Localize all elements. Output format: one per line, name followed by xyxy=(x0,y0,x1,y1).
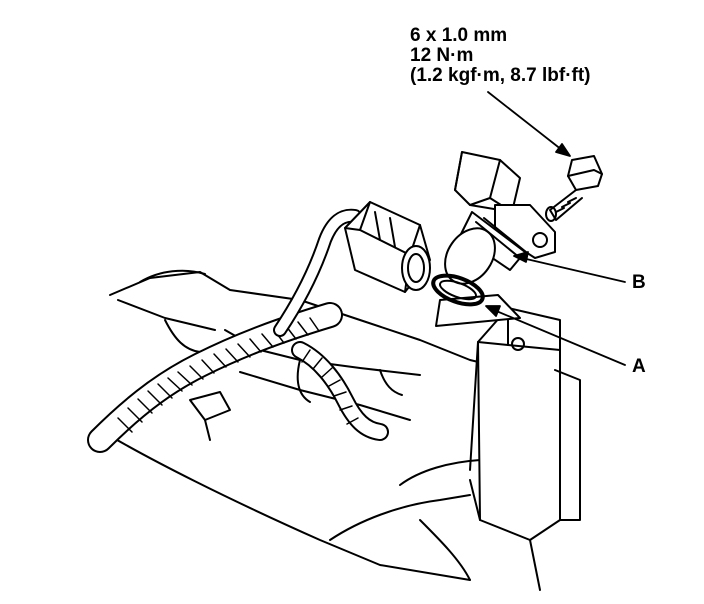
mounting-bracket xyxy=(469,307,581,591)
harness-connector xyxy=(344,201,431,293)
callout-a-label: A xyxy=(632,356,646,377)
wiring-harness xyxy=(87,302,389,453)
bolt-size-label: 6 x 1.0 mm xyxy=(410,25,508,46)
connector-lead xyxy=(273,208,362,337)
o-ring xyxy=(431,273,485,307)
bolt-torque-alt-label: (1.2 kgf·m, 8.7 lbf·ft) xyxy=(410,65,591,86)
bolt-torque-label: 12 N·m xyxy=(410,45,474,66)
callout-b-label: B xyxy=(632,272,646,293)
leader-lines xyxy=(485,91,626,366)
mounting-bolt xyxy=(545,155,603,222)
sensor-body xyxy=(444,151,556,285)
